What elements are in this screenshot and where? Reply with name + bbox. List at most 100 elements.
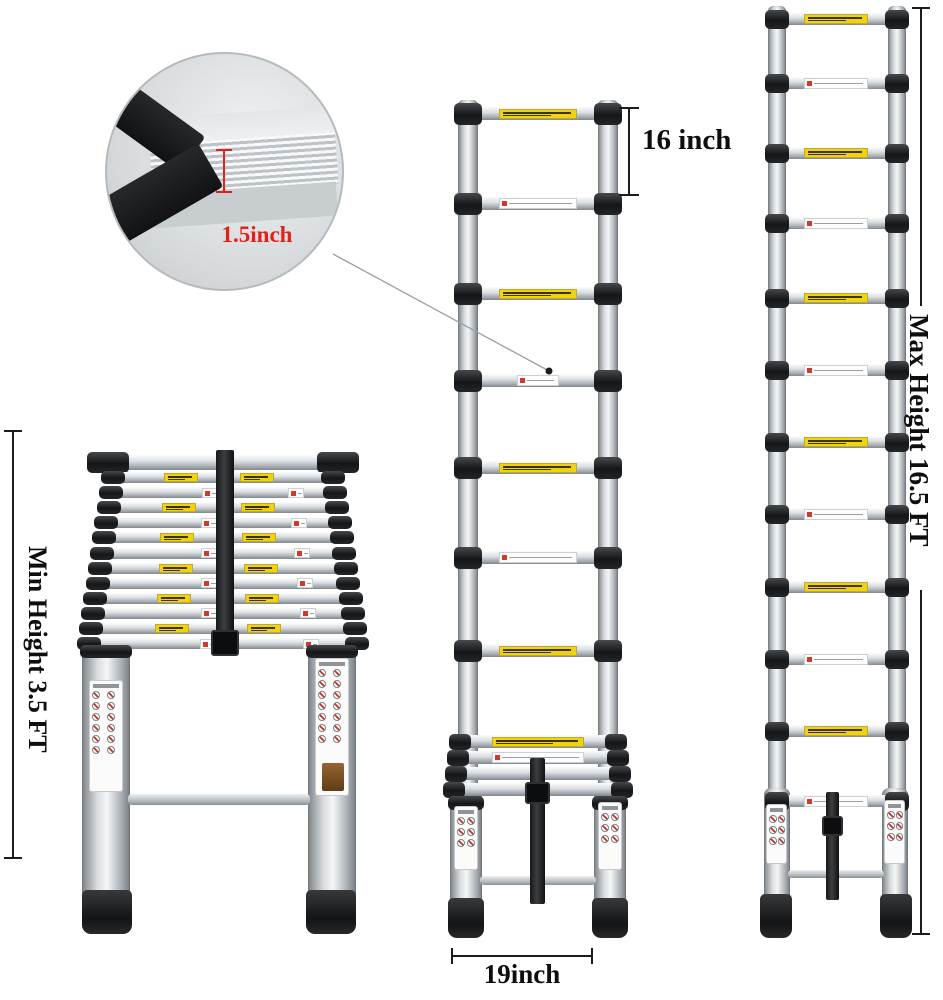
label-red-mark — [296, 551, 302, 556]
white-info-label — [804, 508, 868, 520]
label-text-line — [249, 599, 267, 601]
retaining-strap — [216, 450, 234, 648]
label-text-line — [503, 111, 571, 114]
prohibition-icon — [601, 813, 609, 821]
white-info-label — [293, 548, 310, 558]
rail-joint — [594, 192, 622, 215]
rail-joint — [449, 733, 471, 750]
prohibition-icon — [92, 746, 100, 754]
rail-joint — [454, 282, 482, 305]
prohibition-icon — [107, 746, 115, 754]
rail-joint — [454, 369, 482, 392]
prohibition-icon — [318, 735, 326, 743]
yellow-warning-label — [164, 473, 198, 482]
label-text-line — [808, 151, 862, 153]
white-info-label — [804, 217, 868, 229]
prohibition-icon — [887, 833, 895, 841]
prohibition-icon — [333, 669, 341, 677]
rail-joint — [325, 501, 350, 515]
label-text-line — [303, 553, 308, 554]
yellow-warning-label — [245, 593, 280, 603]
ladder-rail — [458, 100, 478, 790]
label-red-mark — [305, 641, 311, 647]
prohibition-icon — [318, 724, 326, 732]
rail-joint — [454, 456, 482, 479]
yellow-warning-label — [246, 624, 281, 633]
leg-top-collar — [306, 645, 358, 658]
rail-joint — [885, 504, 909, 524]
rail-joint — [92, 531, 117, 545]
prohibition-icon — [333, 691, 341, 699]
white-info-label — [499, 198, 577, 209]
rail-joint — [443, 781, 465, 798]
rail-joint — [611, 781, 633, 798]
prohibition-icon — [92, 713, 100, 721]
label-text-line — [247, 569, 265, 571]
rail-joint — [885, 143, 909, 163]
prohibition-icon — [92, 724, 100, 732]
prohibition-icon — [887, 811, 895, 819]
leg-top-collar — [80, 645, 132, 658]
yellow-warning-label — [804, 582, 868, 592]
warning-sticker — [315, 658, 349, 796]
prohibition-icon — [895, 822, 903, 830]
label-red-mark — [290, 490, 296, 496]
stabilizer-bar — [128, 794, 310, 805]
rail-joint — [336, 576, 361, 590]
yellow-warning-label — [241, 503, 275, 513]
ladder-rail — [598, 100, 618, 790]
label-red-mark — [203, 581, 209, 587]
rail-joint — [98, 486, 123, 500]
rail-joint — [90, 546, 114, 560]
label-text-line — [312, 643, 317, 645]
label-text-line — [814, 82, 863, 84]
label-text-line — [250, 630, 268, 631]
prohibition-icon — [318, 691, 326, 699]
thickness-measure-tick — [216, 191, 232, 193]
rail-joint — [332, 546, 356, 560]
label-text-line — [249, 596, 274, 599]
yellow-warning-label — [162, 503, 197, 513]
ladder-foot — [592, 898, 628, 938]
rail-joint — [321, 471, 345, 484]
yellow-warning-label — [804, 293, 868, 303]
rail-joint — [765, 649, 789, 669]
label-text-line — [808, 20, 846, 21]
label-text-line — [159, 630, 176, 631]
label-text-line — [160, 596, 185, 599]
sticker-header — [458, 810, 474, 814]
white-info-label — [804, 364, 868, 376]
label-text-line — [814, 222, 863, 224]
yellow-warning-label — [155, 624, 190, 633]
rail-joint — [96, 501, 121, 515]
thickness-measure-tick — [216, 149, 232, 151]
label-red-mark — [807, 656, 812, 662]
label-text-line — [814, 513, 863, 515]
rail-joint — [885, 432, 909, 452]
label-text-line — [164, 536, 189, 539]
label-text-line — [503, 294, 551, 296]
label-text-line — [808, 154, 846, 155]
rail-joint — [454, 102, 482, 125]
rail-joint — [765, 432, 789, 452]
sticker-header — [319, 662, 345, 666]
label-text-line — [503, 291, 571, 294]
prohibition-icon — [107, 702, 115, 710]
label-text-line — [306, 583, 311, 585]
warning-sticker — [884, 800, 905, 864]
rail-joint — [885, 360, 909, 380]
min-height-dimension-line — [4, 430, 22, 859]
rail-joint — [594, 369, 622, 392]
label-text-line — [168, 479, 185, 480]
prohibition-icon — [457, 817, 465, 825]
prohibition-icon — [467, 817, 475, 825]
white-info-label — [804, 653, 868, 665]
yellow-warning-label — [804, 148, 868, 158]
rung-spacing-bracket — [619, 107, 639, 196]
prohibition-icon — [107, 735, 115, 743]
label-text-line — [503, 468, 551, 470]
label-red-mark — [204, 490, 210, 496]
prohibition-icon — [457, 839, 465, 847]
detail-zoom-circle: 1.5inch — [105, 52, 344, 291]
